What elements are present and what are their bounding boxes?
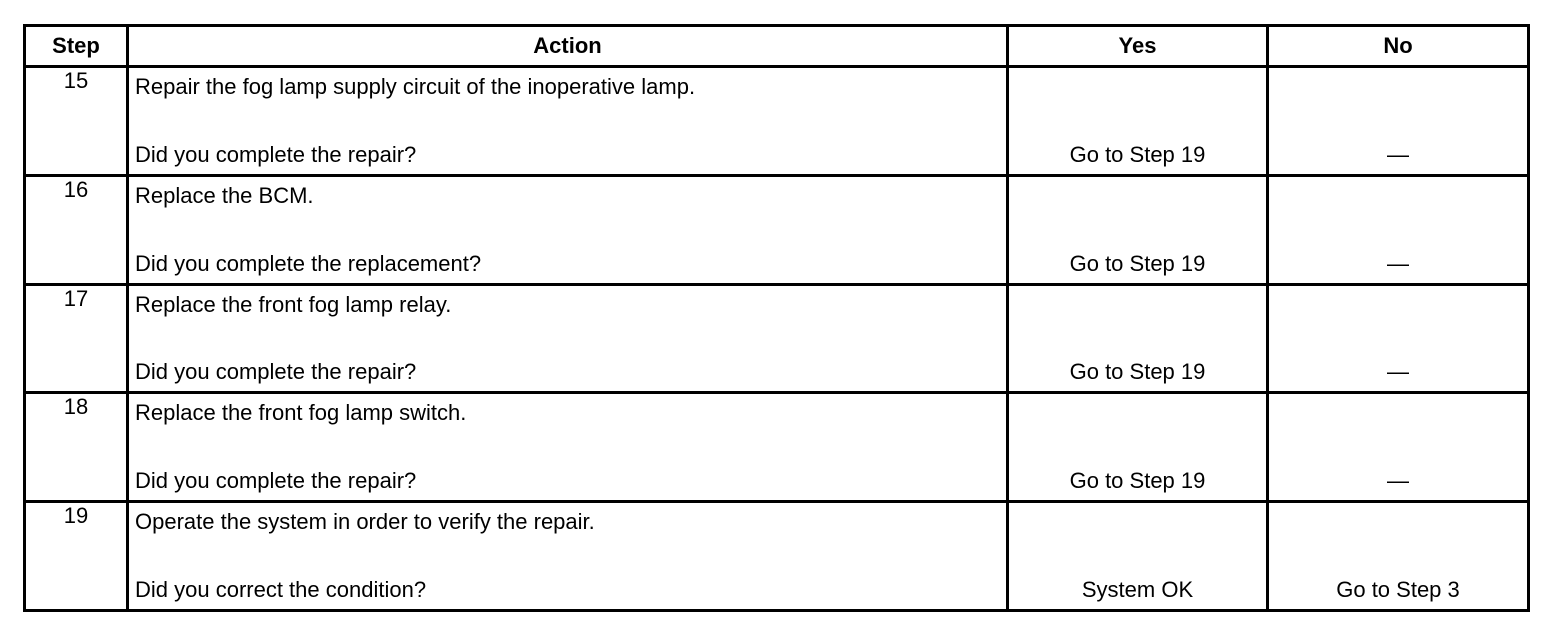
- action-instruction: Replace the BCM.: [135, 182, 314, 208]
- yes-result: System OK: [1081, 577, 1194, 602]
- action-question: Did you correct the condition?: [135, 577, 427, 602]
- table-row: 16 Replace the BCM. Did you complete the…: [23, 173, 1530, 286]
- step-number: 18: [23, 391, 129, 504]
- no-result: Go to Step 3: [1336, 577, 1460, 602]
- no-result: —: [1387, 468, 1409, 494]
- action-question: Did you complete the repair?: [135, 468, 417, 494]
- action-question: Did you complete the replacement?: [135, 250, 482, 276]
- step-number: 15: [23, 65, 129, 177]
- yes-cell: Go to Step 19: [1006, 65, 1269, 177]
- no-cell: —: [1266, 173, 1530, 286]
- table-row: 18 Replace the front fog lamp switch. Di…: [23, 391, 1530, 504]
- action-cell: Repair the fog lamp supply circuit of th…: [126, 65, 1009, 177]
- step-number: 19: [23, 500, 129, 612]
- yes-cell: Go to Step 19: [1006, 391, 1269, 504]
- yes-result: Go to Step 19: [1069, 141, 1206, 167]
- table-row: 17 Replace the front fog lamp relay. Did…: [23, 282, 1530, 395]
- header-yes: Yes: [1006, 24, 1269, 68]
- header-row: Step Action Yes No: [23, 24, 1530, 68]
- no-result: —: [1387, 250, 1409, 276]
- action-instruction: Operate the system in order to verify th…: [135, 509, 595, 535]
- no-cell: —: [1266, 391, 1530, 504]
- yes-result: Go to Step 19: [1069, 359, 1206, 385]
- action-question: Did you complete the repair?: [135, 359, 417, 385]
- yes-cell: System OK: [1006, 500, 1269, 612]
- action-cell: Replace the front fog lamp switch. Did y…: [126, 391, 1009, 504]
- action-instruction: Repair the fog lamp supply circuit of th…: [135, 74, 696, 99]
- yes-result: Go to Step 19: [1069, 250, 1206, 276]
- step-number: 16: [23, 173, 129, 286]
- yes-cell: Go to Step 19: [1006, 173, 1269, 286]
- header-no: No: [1266, 24, 1530, 68]
- table-row: 19 Operate the system in order to verify…: [23, 500, 1530, 612]
- action-cell: Replace the BCM. Did you complete the re…: [126, 173, 1009, 286]
- action-cell: Replace the front fog lamp relay. Did yo…: [126, 282, 1009, 395]
- no-cell: —: [1266, 282, 1530, 395]
- no-result: —: [1387, 359, 1409, 385]
- action-question: Did you complete the repair?: [135, 141, 417, 167]
- diagnostic-table: Step Action Yes No 15 Repair the fog lam…: [23, 24, 1530, 612]
- action-instruction: Replace the front fog lamp relay.: [135, 291, 452, 317]
- header-step: Step: [23, 24, 129, 68]
- table-row: 15 Repair the fog lamp supply circuit of…: [23, 65, 1530, 177]
- step-number: 17: [23, 282, 129, 395]
- no-result: —: [1387, 141, 1409, 167]
- yes-cell: Go to Step 19: [1006, 282, 1269, 395]
- action-cell: Operate the system in order to verify th…: [126, 500, 1009, 612]
- no-cell: Go to Step 3: [1266, 500, 1530, 612]
- no-cell: —: [1266, 65, 1530, 177]
- header-action: Action: [126, 24, 1009, 68]
- yes-result: Go to Step 19: [1069, 468, 1206, 494]
- action-instruction: Replace the front fog lamp switch.: [135, 400, 467, 426]
